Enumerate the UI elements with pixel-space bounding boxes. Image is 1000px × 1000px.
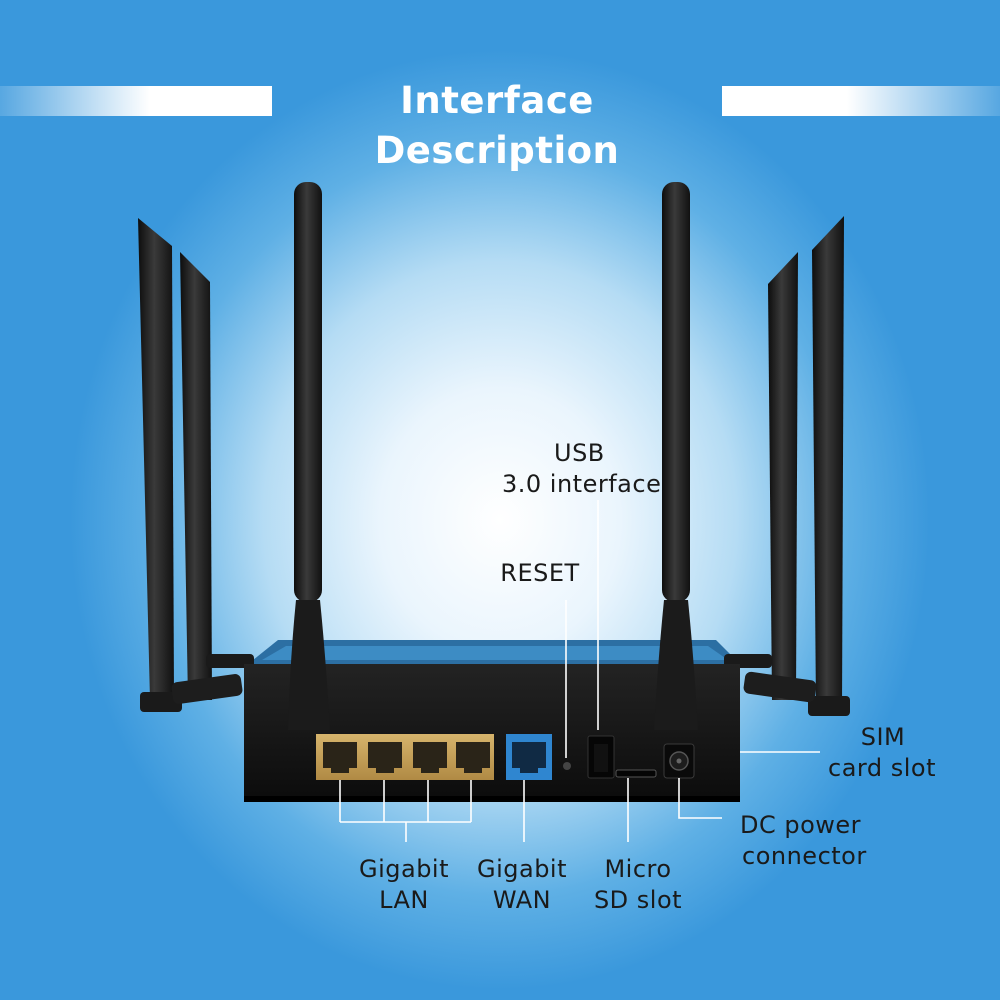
reset-button — [563, 762, 571, 770]
antenna-far-right — [808, 216, 850, 716]
dc-power-label: DC power connector — [730, 810, 880, 872]
sd-label-line2: SD slot — [593, 886, 683, 914]
title-bar-left — [0, 86, 272, 116]
micro-sd-slot — [615, 769, 657, 778]
sd-label-line1: Micro — [604, 855, 672, 883]
wan-label-line2: WAN — [492, 886, 552, 914]
lan-label-line2: LAN — [379, 886, 429, 914]
usb-label-line1: USB — [554, 439, 605, 467]
dc-label-line1: DC power — [740, 811, 862, 839]
antenna-far-left — [138, 218, 182, 712]
dc-power-connector — [663, 743, 695, 779]
micro-sd-label: Micro SD slot — [578, 854, 698, 916]
antenna-right — [724, 252, 817, 703]
usb-label: USB 3.0 interface — [490, 438, 690, 500]
lan-label: Gigabit LAN — [344, 854, 464, 916]
sim-label-line2: card slot — [828, 754, 936, 782]
sim-label: SIM card slot — [812, 722, 952, 784]
wan-label-line1: Gigabit — [476, 855, 568, 883]
antenna-center-right — [654, 182, 698, 730]
wan-port — [506, 734, 552, 780]
usb-port — [587, 735, 615, 779]
lan-ports — [316, 734, 494, 780]
lan-label-line1: Gigabit — [358, 855, 450, 883]
sim-label-line1: SIM — [860, 723, 906, 751]
antenna-center-left — [288, 182, 330, 730]
title-bar-right — [722, 86, 1000, 116]
usb-label-line2: 3.0 interface — [502, 470, 662, 498]
wan-label: Gigabit WAN — [462, 854, 582, 916]
dc-label-line2: connector — [742, 842, 867, 870]
page-title: Interface Description — [374, 79, 620, 172]
reset-label-text: RESET — [500, 559, 580, 587]
reset-label: RESET — [490, 558, 590, 589]
callout-lines — [339, 500, 820, 842]
antenna-left — [171, 252, 254, 704]
router-top-panel — [248, 640, 740, 664]
